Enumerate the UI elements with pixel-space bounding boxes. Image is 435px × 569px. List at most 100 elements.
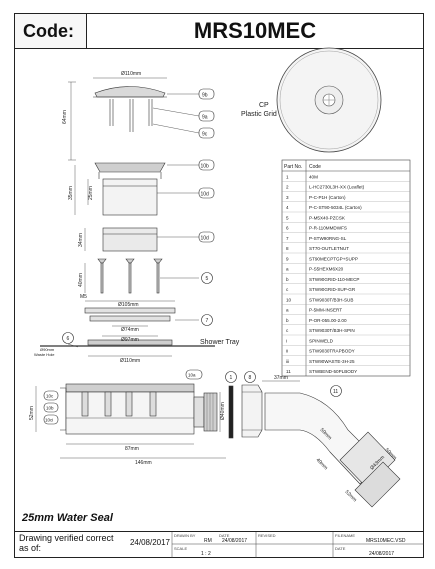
- callout-10b: 10b: [201, 164, 210, 170]
- dim-25: 25mm: [88, 186, 94, 200]
- table-part-no: b: [286, 277, 289, 282]
- callout-9b: 9b: [202, 93, 208, 99]
- title-block: Code: MRS10MEC: [14, 13, 424, 49]
- table-code: STWBEND-50PLBODY: [309, 369, 357, 374]
- shower-tray-label: Shower Tray: [200, 339, 240, 346]
- revised-label: REVISED: [258, 533, 276, 538]
- table-code: STW9030TRAPBODY: [309, 349, 355, 354]
- table-code: L-HC2730L3H-XX (Leaflet): [309, 185, 365, 190]
- table-part-no: b: [286, 318, 289, 323]
- table-code: SPINWELD: [309, 338, 334, 343]
- table-part-no: 10: [286, 297, 292, 302]
- waste-hole-label: Waste Hole: [34, 352, 55, 357]
- dim-64: 64mm: [62, 110, 68, 124]
- dim-40-dia: Ø40mm: [220, 402, 226, 420]
- callout-10ci: 10ci: [45, 418, 53, 423]
- callout-5: 5: [206, 276, 209, 282]
- callout-11: 11: [333, 389, 338, 395]
- code-label: Code:: [15, 14, 87, 48]
- table-part-no: a: [286, 308, 289, 313]
- dim-35: 35mm: [68, 186, 74, 200]
- callout-1: 1: [230, 375, 233, 381]
- grid-title: CP: [259, 102, 269, 109]
- table-part-no: i: [286, 338, 287, 343]
- table-code: P-5MM-INSERT: [309, 308, 342, 313]
- drawn-by-label: DRAWN BY: [174, 533, 196, 538]
- grid-subtitle: Plastic Grid: [241, 111, 277, 118]
- parts-table: Part No. Code 1 40M 2 L-HC2730L3H-XX (Leafl…: [281, 159, 411, 377]
- footer-grid: [171, 531, 424, 558]
- table-code: STW90WASTE-3H-25: [309, 359, 355, 364]
- dim-110-top: Ø110mm: [121, 71, 141, 77]
- verified-note: Drawing verified correct as of:: [19, 533, 114, 553]
- table-code: STW90GRID-110-MECP: [309, 277, 359, 282]
- scale-value: 1 : 2: [201, 551, 211, 557]
- dim-37: 37mm: [274, 375, 288, 381]
- exploded-view: [40, 77, 215, 357]
- table-part-no: 1: [286, 174, 289, 179]
- plastic-grid-view: CP Plastic Grid: [241, 47, 382, 153]
- filename-label: FILENAME: [335, 533, 356, 538]
- dim-40-bend: 40mm: [315, 457, 329, 471]
- callout-7: 7: [206, 318, 209, 324]
- table-part-no: ii: [286, 349, 288, 354]
- date-label: DATE: [219, 533, 230, 538]
- dim-97: Ø97mm: [121, 337, 139, 343]
- assembled-trap-view: [35, 369, 401, 508]
- table-code: STW90GRID-SUP-GR: [309, 287, 356, 292]
- water-seal-label: 25mm Water Seal: [22, 512, 113, 524]
- table-code: ST70-OUTLETNUT: [309, 246, 349, 251]
- table-part-no: 5: [286, 215, 289, 220]
- table-code: ST90MECPTGP+SUPP: [309, 256, 358, 261]
- callout-10d: 10d: [201, 192, 210, 198]
- date3-value: 24/08/2017: [369, 551, 395, 557]
- table-code: STW9030T/B3H-SPIN: [309, 328, 355, 333]
- table-part-no: 7: [286, 236, 289, 241]
- table-part-no: 3: [286, 195, 289, 200]
- table-part-no: 8: [286, 246, 289, 251]
- dim-110-bottom: Ø110mm: [120, 358, 140, 364]
- table-code: P-R-110MMDWFS: [309, 226, 347, 231]
- table-header-code: Code: [309, 164, 321, 170]
- table-part-no: 11: [286, 369, 291, 374]
- dim-52-bend: 52mm: [344, 489, 358, 503]
- table-part-no: c: [286, 328, 289, 333]
- scale-label: SCALE: [174, 546, 188, 551]
- table-code: P-STW90RNG-SL: [309, 236, 347, 241]
- dim-m5: M5: [80, 294, 87, 300]
- callout-8: 8: [249, 375, 252, 381]
- table-part-no: 2: [286, 185, 289, 190]
- callout-10d-lower: 10d: [201, 236, 210, 242]
- code-value: MRS10MEC: [193, 18, 317, 43]
- table-code: 40M: [309, 174, 318, 179]
- table-part-no: a: [286, 267, 289, 272]
- dim-52: 52mm: [29, 406, 35, 420]
- drawn-by-value: RM: [204, 538, 212, 544]
- table-code: P-C-ST90-5034L (Carton): [309, 205, 362, 210]
- dim-74: Ø74mm: [121, 327, 139, 333]
- table-code: P-C-P1H (Carton): [309, 195, 346, 200]
- table-code: P-M5X40-PZCSK: [309, 215, 346, 220]
- filename-value: MRS10MEC.VSD: [366, 538, 406, 544]
- footer: Drawing verified correct as of: 24/08/20…: [14, 531, 424, 558]
- table-part-no: 6: [286, 226, 289, 231]
- dim-90: Ø90mm: [40, 347, 55, 352]
- dim-40: 40mm: [78, 273, 84, 287]
- verified-date: 24/08/2017: [129, 538, 171, 547]
- table-part-no: 4: [286, 205, 289, 210]
- table-code: STW9030T/B3H-SUB: [309, 297, 353, 302]
- table-part-no: 9: [286, 256, 289, 261]
- table-header-part: Part No.: [284, 164, 302, 170]
- table-code: P-S5HEXM6X20: [309, 267, 344, 272]
- table-part-no: iii: [286, 359, 289, 364]
- callout-10a: 10a: [188, 373, 196, 378]
- date-value: 24/08/2017: [222, 538, 248, 544]
- dim-146: 146mm: [135, 460, 152, 466]
- callout-10b-asm: 10b: [46, 406, 54, 411]
- callout-6: 6: [67, 336, 70, 342]
- dim-105: Ø105mm: [118, 302, 139, 308]
- table-part-no: c: [286, 287, 289, 292]
- dim-87: 87mm: [125, 446, 139, 452]
- callout-9a: 9a: [202, 115, 208, 121]
